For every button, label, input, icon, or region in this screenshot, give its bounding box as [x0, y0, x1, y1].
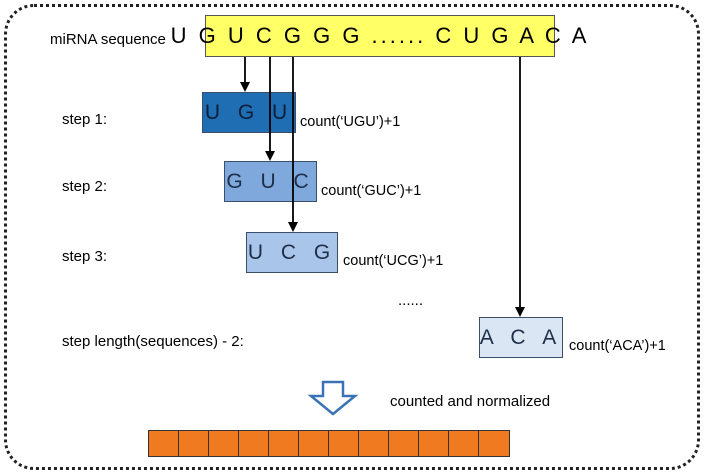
vector-cell	[209, 431, 239, 456]
step-2-label: step 2:	[62, 178, 108, 195]
count-label-step-last: count(‘ACA’)+1	[569, 338, 666, 354]
diagram-frame	[4, 4, 700, 470]
count-label-step-3: count(‘UCG’)+1	[343, 253, 444, 269]
step-1-label: step 1:	[62, 111, 108, 128]
vector-cell	[329, 431, 359, 456]
vector-cell	[149, 431, 179, 456]
step-3-label: step 3:	[62, 248, 108, 265]
sequence-label: miRNA sequence	[50, 31, 166, 48]
vector-cell	[449, 431, 479, 456]
down-arrow-icon	[307, 380, 359, 416]
triplet-box-step-1: U G U	[202, 92, 296, 133]
count-label-step-2: count(‘GUC’)+1	[321, 183, 422, 199]
vector-cell	[269, 431, 299, 456]
vector-cell	[389, 431, 419, 456]
vector-cell	[299, 431, 329, 456]
vector-cell	[239, 431, 269, 456]
triplet-box-step-last: A C A	[479, 317, 563, 358]
vector-cell	[179, 431, 209, 456]
vector-cell	[479, 431, 509, 456]
ellipsis: ......	[398, 292, 424, 309]
step-last-label: step length(sequences) - 2:	[62, 333, 244, 350]
triplet-box-step-3: U C G	[246, 232, 338, 273]
mirna-sequence-box: U G U C G G G ...... C U G A C A	[171, 15, 586, 57]
count-label-step-1: count(‘UGU’)+1	[300, 114, 401, 130]
triplet-box-step-2: G U C	[224, 161, 317, 202]
result-label: counted and normalized	[390, 393, 551, 410]
vector-cell	[419, 431, 449, 456]
feature-vector	[148, 430, 510, 457]
vector-cell	[359, 431, 389, 456]
